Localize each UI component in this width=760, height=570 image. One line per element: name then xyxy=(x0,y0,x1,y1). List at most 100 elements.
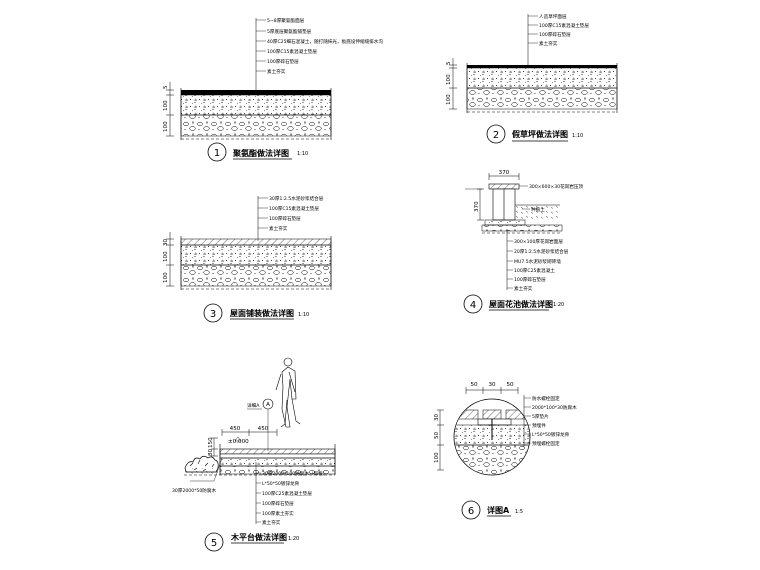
dimension-column: 30 100 100 xyxy=(163,232,174,287)
dim-label: 30 xyxy=(488,382,496,388)
dim-label: 100 xyxy=(163,100,169,111)
detail-3: 30 100 100 30厚1:2.5水泥砂浆结合层 100厚C15素混凝土垫层… xyxy=(163,195,332,323)
leader-notes: 30厚2000*50防腐木 30厚2000*100防腐木（每根） L*50*50… xyxy=(172,457,327,526)
detail-number-circle xyxy=(461,500,481,520)
note-text: 5~8厚聚氨酯面层 xyxy=(267,17,305,24)
note-text: 素土夯实 xyxy=(262,519,281,526)
note-text: 预埋件 xyxy=(532,422,546,429)
dim-label: 50 xyxy=(434,431,440,439)
detail-title: 详图A xyxy=(487,505,510,515)
note-text: L*50*50镀锌龙骨 xyxy=(262,480,300,487)
dim-label: 50 xyxy=(506,382,514,388)
detail-number: 5 xyxy=(211,538,217,549)
detail-number: 6 xyxy=(468,506,474,517)
detail-title: 屋面花池做法详图 xyxy=(489,299,553,309)
dim-label: 370 xyxy=(499,170,510,176)
dimension-column: 5 100 100 xyxy=(446,58,457,110)
dim-label: 100 xyxy=(163,272,169,283)
leader-notes: 30厚1:2.5水泥砂浆结合层 100厚C15素混凝土垫层 100厚碎石垫层 素… xyxy=(257,195,324,241)
leader-notes: 人造草坪面层 100厚C15素混凝土垫层 100厚碎石垫层 素土夯实 xyxy=(527,13,589,66)
detail-5: A 详细A 450 450 xyxy=(172,357,336,552)
detail-callout: A 详细A xyxy=(247,398,274,451)
detail-title-block: 1 聚氨酯做法详图 1:10 xyxy=(207,142,308,162)
detail-number-circle xyxy=(486,124,506,144)
note-text: 100厚C25素混凝土垫层 xyxy=(262,490,312,497)
detail-number-circle xyxy=(207,142,227,162)
note-text: 100厚碎石垫层 xyxy=(539,31,571,38)
note-text: 100厚碎石垫层 xyxy=(514,276,546,283)
note-text: 100厚C15素混凝土垫层 xyxy=(267,48,317,55)
detail-number-circle xyxy=(463,294,483,314)
note-text: 30厚2000*50防腐木 xyxy=(172,487,216,494)
dim-label: 100 xyxy=(446,94,452,105)
note-text: 20厚1:2.5水泥砂浆结合层 xyxy=(514,248,569,255)
note-text: 300×100厚花岗岩面层 xyxy=(514,238,563,245)
note-text: 100厚C25素混凝土 xyxy=(514,267,555,274)
dim-label: 30 xyxy=(163,238,169,246)
dimensions: 50 30 50 30 50 100 xyxy=(434,382,519,471)
detail-number-circle xyxy=(204,532,224,552)
dimension-column: 5 100 100 xyxy=(163,82,174,137)
note-text: 300×600×30花岗岩压顶 xyxy=(529,183,583,190)
leader-notes: 防水螺栓固定 2000*100*30防腐木 5厚垫片 预埋件 L*50*50镀锌… xyxy=(523,395,577,447)
detail-title: 假草坪做法详图 xyxy=(512,129,568,139)
detail-circle-section xyxy=(453,398,531,476)
dim-label: 100 xyxy=(434,452,440,463)
dim-label: 370 xyxy=(474,201,480,212)
detail-number: 4 xyxy=(470,300,476,311)
section-layers xyxy=(466,63,618,113)
note-text: 素土夯实 xyxy=(539,40,558,47)
note-text: 100厚碎石垫层 xyxy=(269,215,301,222)
detail-title-block: 2 假草坪做法详图 1:10 xyxy=(486,124,583,144)
note-text: 预埋螺栓固定 xyxy=(532,440,560,447)
detail-scale: 1:10 xyxy=(572,133,583,139)
note-text: 人造草坪面层 xyxy=(539,13,567,20)
dimensions: 450 450 150 80 ±0.000 xyxy=(208,426,278,457)
section-layers xyxy=(180,236,332,290)
section-layers xyxy=(180,88,332,140)
note-text: 素土夯实 xyxy=(269,225,288,232)
note-text: 30厚2000*100防腐木（每根） xyxy=(262,470,327,477)
note-text: 100厚素土夯实 xyxy=(262,510,294,517)
dim-label: 150 xyxy=(208,437,214,448)
note-text: 防水螺栓固定 xyxy=(532,395,560,402)
detail-title-block: 4 屋面花池做法详图 1:20 xyxy=(463,294,564,314)
dim-label: 5 xyxy=(446,61,452,65)
leader-notes: 300×600×30花岗岩压顶 种植土 300×100厚花岗岩面层 20厚1:2… xyxy=(506,183,583,292)
detail-2: 5 100 100 人造草坪面层 100厚C15素混凝土垫层 100厚碎石垫层 … xyxy=(446,13,618,144)
detail-title: 木平台做法详图 xyxy=(230,532,287,542)
human-figure xyxy=(275,357,301,428)
note-text: 种植土 xyxy=(531,206,545,213)
note-text: 30厚1:2.5水泥砂浆结合层 xyxy=(269,195,324,202)
detail-number: 1 xyxy=(214,148,220,159)
detail-number: 3 xyxy=(210,309,216,320)
detail-title-block: 5 木平台做法详图 1:20 xyxy=(204,532,299,552)
dim-label: 30 xyxy=(434,413,440,421)
note-text: 5厚垫片 xyxy=(532,413,549,420)
detail-scale: 1:10 xyxy=(297,151,308,157)
callout-label: A xyxy=(266,402,270,408)
detail-6: 50 30 50 30 50 100 防水螺栓固定 2000*100*30防腐木… xyxy=(434,382,577,520)
detail-title: 聚氨酯做法详图 xyxy=(232,148,289,158)
deck-section xyxy=(184,444,336,476)
dimensions: 370 370 xyxy=(465,170,520,221)
note-text: 100厚C15素混凝土垫层 xyxy=(539,22,589,29)
note-text: 2000*100*30防腐木 xyxy=(532,404,577,411)
detail-1: 5 100 100 5~8厚聚氨酯面层 5厚底层聚氨酯铺垫层 40厚C25细石混… xyxy=(163,17,383,162)
note-text: 素土夯实 xyxy=(514,285,533,292)
dim-label: 5 xyxy=(163,85,169,89)
note-text: 5厚底层聚氨酯铺垫层 xyxy=(267,28,312,35)
note-text: 100厚碎石垫层 xyxy=(262,500,294,507)
note-text: 素土夯实 xyxy=(267,68,286,75)
detail-number-circle xyxy=(203,303,223,323)
dim-label: 100 xyxy=(163,251,169,262)
note-text: L*50*50镀锌龙骨 xyxy=(532,431,570,438)
detail-scale: 1:20 xyxy=(553,302,564,308)
detail-title-block: 6 详图A 1:5 xyxy=(461,500,523,520)
note-text: 100厚碎石垫层 xyxy=(267,58,299,65)
detail-title-block: 3 屋面铺装做法详图 1:10 xyxy=(203,303,309,323)
planter-wall-section xyxy=(481,183,563,234)
elevation-label: ±0.000 xyxy=(228,439,249,445)
detail-title: 屋面铺装做法详图 xyxy=(230,308,294,318)
